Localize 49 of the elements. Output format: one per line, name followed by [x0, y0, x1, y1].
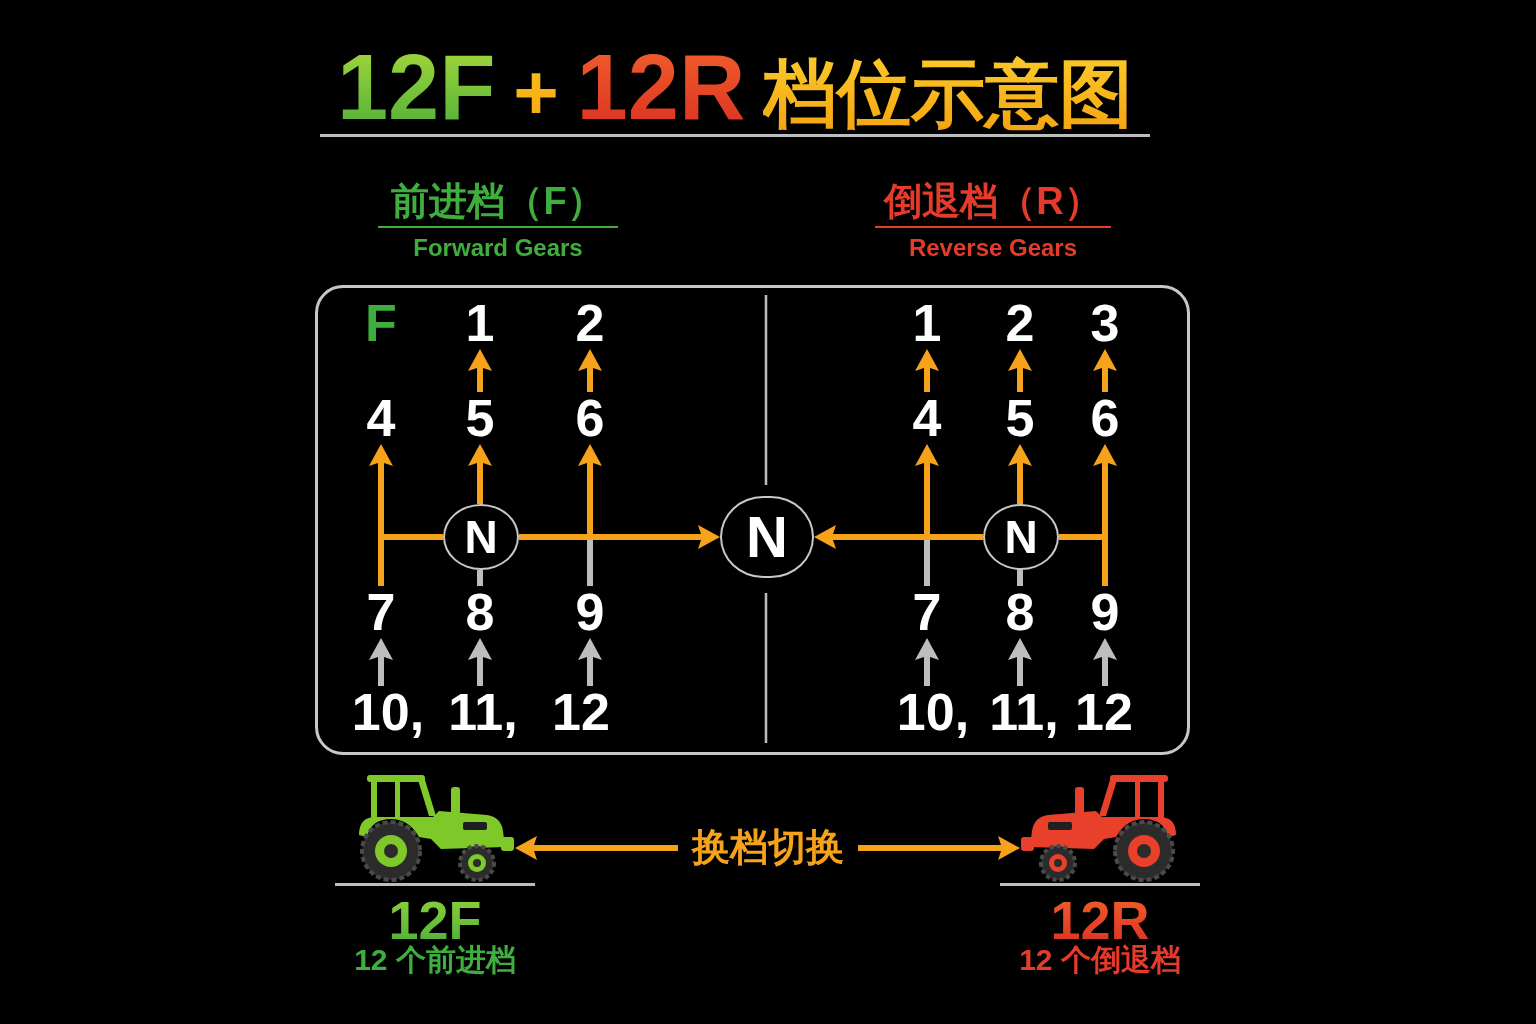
- arrow: [1093, 349, 1117, 392]
- neutral-circle: N: [443, 504, 519, 570]
- gear-number: 6: [1090, 392, 1120, 444]
- connector-line: [1059, 534, 1108, 586]
- gear-number: 12: [1075, 686, 1133, 738]
- gear-number: 2: [575, 297, 605, 349]
- arrow: [1008, 444, 1032, 504]
- gear-number: 9: [1090, 586, 1120, 638]
- gear-number: 10,: [896, 686, 970, 738]
- gear-number: 7: [366, 586, 396, 638]
- section-heading: 前进档（F）: [378, 176, 618, 228]
- gear-number: 4: [912, 392, 942, 444]
- gear-number: 1: [465, 297, 495, 349]
- arrow: [468, 444, 492, 504]
- section-heading: 倒退档（R）: [875, 176, 1111, 228]
- gear-number: 3: [1090, 297, 1120, 349]
- connector-line: [378, 534, 443, 586]
- gear-number: 10,: [351, 686, 425, 738]
- gear-number: 11,: [448, 686, 518, 738]
- gear-number: 11,: [989, 686, 1059, 738]
- title: 12F + 12R 档位示意图: [320, 40, 1150, 137]
- arrow: [1008, 349, 1032, 392]
- arrow: [468, 638, 492, 686]
- gear-number: 1: [912, 297, 942, 349]
- gear-number: 5: [465, 392, 495, 444]
- arrow: [915, 349, 939, 392]
- arrow: [1093, 638, 1117, 686]
- gear-number: 7: [912, 586, 942, 638]
- arrow: [578, 349, 602, 392]
- gear-number: 9: [575, 586, 605, 638]
- arrow: [369, 638, 393, 686]
- arrow: [915, 638, 939, 686]
- arrow: [1008, 638, 1032, 686]
- arrow: [578, 638, 602, 686]
- gear-number: 5: [1005, 392, 1035, 444]
- neutral-circle: N: [983, 504, 1059, 570]
- section-subheading: Reverse Gears: [907, 234, 1079, 262]
- arrow: [468, 349, 492, 392]
- pattern-letter: F: [365, 297, 397, 349]
- gear-number: 6: [575, 392, 605, 444]
- connector-line: [477, 570, 483, 586]
- shift-pattern-panel: [315, 285, 1190, 755]
- gear-number: 2: [1005, 297, 1035, 349]
- gear-number: 4: [366, 392, 396, 444]
- section-subheading: Forward Gears: [412, 234, 584, 262]
- connector-line: [1017, 570, 1023, 586]
- gear-number: 8: [1005, 586, 1035, 638]
- gear-number: 12: [552, 686, 610, 738]
- gear-number: 8: [465, 586, 495, 638]
